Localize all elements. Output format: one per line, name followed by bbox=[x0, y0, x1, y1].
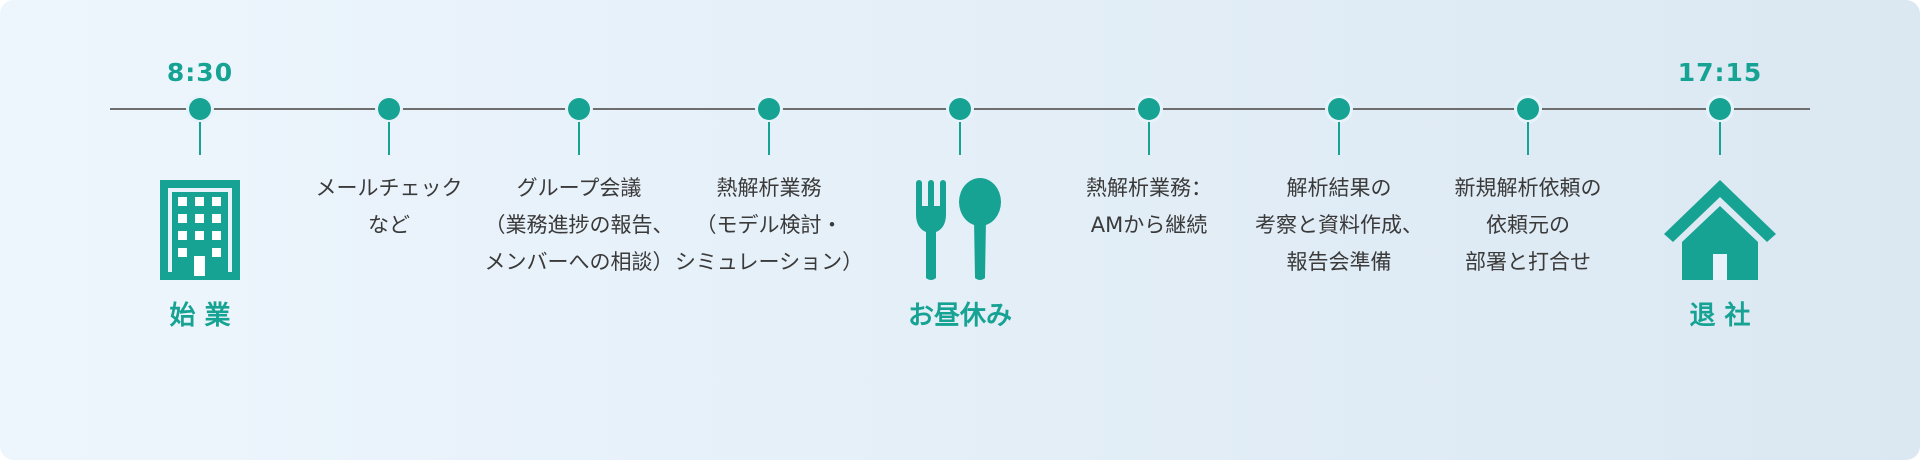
step-text-line: 部署と打合せ bbox=[1465, 250, 1591, 274]
timeline-connector bbox=[768, 122, 770, 155]
step-text-line: グループ会議 bbox=[516, 176, 642, 200]
timeline-dot bbox=[758, 98, 780, 120]
step-description: 新規解析依頼の 依頼元の 部署と打合せ bbox=[1428, 170, 1628, 281]
timeline-dot bbox=[1517, 98, 1539, 120]
timeline-dot bbox=[1709, 98, 1731, 120]
start-time: 8:30 bbox=[166, 58, 234, 87]
timeline-dot bbox=[1138, 98, 1160, 120]
step-text-line: 考察と資料作成、 bbox=[1255, 213, 1423, 237]
timeline-dot bbox=[378, 98, 400, 120]
fork-and-spoon-icon bbox=[898, 178, 1022, 282]
timeline-dot bbox=[1328, 98, 1350, 120]
step-text-line: 報告会準備 bbox=[1286, 250, 1392, 274]
timeline-connector bbox=[1719, 122, 1721, 155]
timeline-connector bbox=[1527, 122, 1529, 155]
house-icon bbox=[1658, 178, 1782, 282]
timeline-dot bbox=[568, 98, 590, 120]
timeline-connector bbox=[1148, 122, 1150, 155]
timeline-connector bbox=[959, 122, 961, 155]
step-description: 解析結果の 考察と資料作成、 報告会準備 bbox=[1239, 170, 1439, 281]
timeline-dot bbox=[189, 98, 211, 120]
step-text-line: シミュレーション） bbox=[674, 250, 864, 274]
step-text-line: 解析結果の bbox=[1286, 176, 1392, 200]
step-text-line: （業務進捗の報告、 bbox=[484, 213, 674, 237]
end-label: 退 社 bbox=[1689, 301, 1751, 331]
step-description: 熱解析業務： AMから継続 bbox=[1049, 170, 1249, 244]
step-text-line: 依頼元の bbox=[1486, 213, 1570, 237]
step-description: 熱解析業務 （モデル検討・ シミュレーション） bbox=[669, 170, 869, 281]
end-time: 17:15 bbox=[1677, 58, 1763, 87]
step-description: グループ会議 （業務進捗の報告、 メンバーへの相談） bbox=[479, 170, 679, 281]
step-text-line: など bbox=[368, 213, 410, 237]
timeline-connector bbox=[1338, 122, 1340, 155]
step-text-line: メンバーへの相談） bbox=[484, 250, 674, 274]
timeline-dot bbox=[949, 98, 971, 120]
step-description: メールチェック など bbox=[289, 170, 489, 244]
office-building-icon bbox=[138, 178, 262, 282]
start-label: 始 業 bbox=[169, 301, 231, 331]
step-text-line: （モデル検討・ bbox=[695, 213, 843, 237]
step-text-line: 新規解析依頼の bbox=[1454, 176, 1602, 200]
step-text-line: 熱解析業務 bbox=[716, 176, 822, 200]
timeline-connector bbox=[388, 122, 390, 155]
step-text-line: 熱解析業務： bbox=[1086, 176, 1212, 200]
timeline-connector bbox=[199, 122, 201, 155]
step-text-line: メールチェック bbox=[315, 176, 463, 200]
lunch-label: お昼休み bbox=[907, 301, 1012, 331]
step-text-line: AMから継続 bbox=[1090, 213, 1208, 237]
timeline-connector bbox=[578, 122, 580, 155]
